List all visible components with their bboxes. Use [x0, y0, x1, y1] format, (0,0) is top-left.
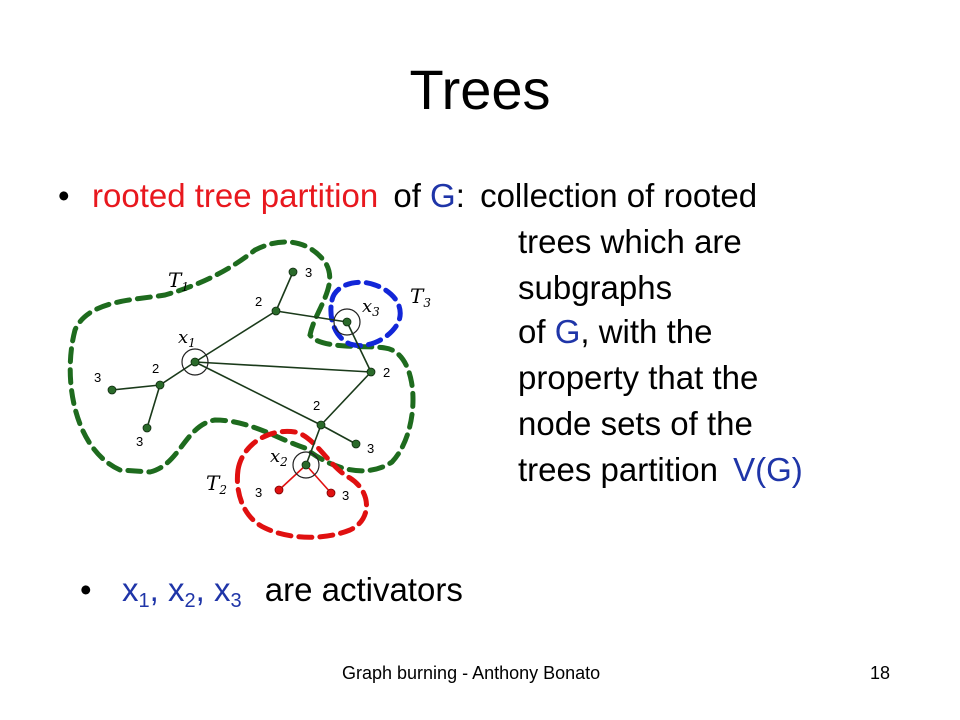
edge-x1-d — [194, 361, 322, 426]
dist-label: 3 — [94, 370, 101, 385]
def-line-3: subgraphs — [518, 269, 673, 306]
x1-label: x1 — [178, 327, 196, 350]
colon: : — [455, 177, 465, 214]
node-r2 — [326, 488, 336, 498]
dist-label: 2 — [255, 294, 262, 309]
slide-title: Trees — [409, 58, 551, 121]
x1-root-ring — [181, 348, 209, 376]
edge-a-x3 — [275, 310, 348, 323]
def-line-7-vg: V(G) — [733, 451, 803, 488]
edge-a-a3 — [275, 271, 294, 312]
node-d3 — [351, 439, 361, 449]
dist-label: 2 — [383, 365, 390, 380]
def-line-1: collection of rooted — [480, 177, 758, 214]
def-line-4-pre: of — [518, 313, 546, 350]
node-b — [155, 380, 165, 390]
dist-label: 3 — [136, 434, 143, 449]
node-a3 — [288, 267, 298, 277]
t2-boundary — [234, 428, 369, 540]
tree-partition-diagram: 3 2 2 3 3 2 2 3 3 3 T1 T2 T3 x1 x2 x3 — [67, 239, 431, 540]
x3-symbol: x3 — [213, 571, 242, 612]
x3-root-ring — [333, 308, 361, 336]
def-line-2: trees which are — [518, 223, 742, 260]
node-b3 — [107, 385, 117, 395]
edge-d-d3 — [320, 424, 357, 445]
def-line-5: property that the — [518, 359, 759, 396]
bullet1-line1: rooted tree partition of G: collection o… — [92, 176, 757, 216]
activators-text: are activators — [264, 571, 463, 608]
node-x1 — [190, 357, 200, 367]
def-line-4-g: G — [554, 313, 581, 350]
bullet-dot-2: • — [80, 571, 92, 608]
dist-label: 2 — [313, 398, 320, 413]
x3-label: x3 — [362, 296, 380, 319]
g-symbol: G — [430, 177, 456, 214]
x2-symbol: x2 — [167, 571, 196, 612]
t1-boundary — [67, 239, 416, 475]
dist-label: 3 — [342, 488, 349, 503]
term-rooted-tree-partition: rooted tree partition — [92, 177, 379, 214]
t3-label: T3 — [410, 284, 431, 310]
t2-label: T2 — [206, 471, 227, 497]
dist-label: 2 — [152, 361, 159, 376]
node-x3 — [342, 317, 352, 327]
node-d — [316, 420, 326, 430]
edge-x2-r2 — [305, 464, 332, 494]
t1-label: T1 — [168, 268, 189, 294]
edge-x1-c — [194, 361, 372, 373]
footer-right: 18 — [870, 663, 891, 683]
dist-label: 3 — [367, 441, 374, 456]
edge-x2-r1 — [278, 464, 307, 491]
node-a — [271, 306, 281, 316]
bullet2-line: x1, x2, x3 are activators — [122, 571, 463, 612]
t3-boundary — [328, 279, 403, 348]
footer-left: Graph burning - Anthony Bonato — [342, 663, 601, 683]
def-line-7: trees partition V(G) — [518, 450, 803, 490]
x2-root-ring — [292, 451, 320, 479]
node-r1 — [274, 485, 284, 495]
edge-x1-b — [159, 361, 196, 386]
of-text: of — [393, 177, 421, 214]
edge-d-x2 — [305, 424, 322, 466]
edge-b-b3b — [146, 384, 161, 429]
node-b3b — [142, 423, 152, 433]
dist-label: 3 — [305, 265, 312, 280]
edge-c-d — [320, 371, 372, 426]
node-x2 — [301, 460, 311, 470]
def-line-6: node sets of the — [518, 405, 753, 442]
x2-label: x2 — [270, 446, 288, 469]
def-line-7-pre: trees partition — [518, 451, 718, 488]
node-c — [366, 367, 376, 377]
bullet-dot: • — [58, 177, 70, 214]
def-line-4: of G, with the — [518, 312, 712, 352]
def-line-4-post: , with the — [580, 313, 713, 350]
edge-b-b3 — [111, 384, 161, 391]
edge-x1-a — [194, 310, 277, 363]
x1-symbol: x1 — [122, 571, 150, 612]
edge-x3-c — [346, 321, 372, 373]
dist-label: 3 — [255, 485, 262, 500]
